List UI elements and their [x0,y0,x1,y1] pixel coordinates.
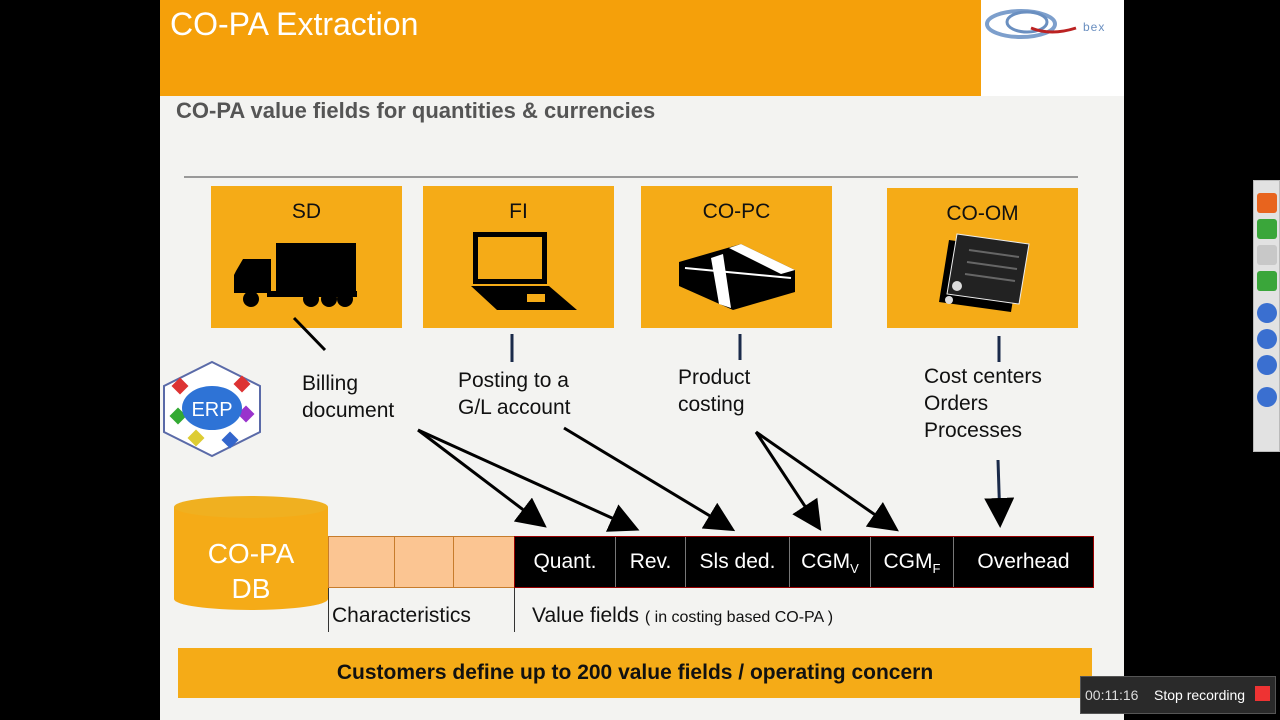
module-label: SD [291,200,322,223]
arrow-billing-rev [417,428,640,532]
slide-header: CO-PA Extraction [160,0,981,96]
screen-share-icon[interactable] [1257,271,1277,291]
module-text-line: Posting to a [458,369,569,392]
module-text-line: Billing [302,372,359,395]
db-body [174,507,328,599]
arrow-costing-cgmv [754,431,822,532]
value-field-cgmf: CGMF [871,537,954,587]
stop-recording-button[interactable]: Stop recording [1154,687,1246,703]
module-box-co-pc: CO-PC [641,186,832,328]
value-field-overhead: Overhead [977,550,1070,573]
value-field-cgmv: CGMV [790,537,871,587]
connector-arrows [292,316,1015,532]
presenter-toolbar [1253,180,1280,452]
recording-timer: 00:11:16 [1085,687,1139,703]
separator [514,588,515,632]
chat-icon[interactable] [1257,355,1277,375]
value-field-rev: Rev. [616,537,686,587]
characteristic-cell [394,536,454,588]
connector-line [292,316,327,352]
erp-logo-icon: ERP [163,360,261,458]
value-fields-label: Value fields ( in costing based CO-PA ) [532,604,833,628]
value-fields-note: ( in costing based CO-PA ) [644,609,834,626]
module-label: CO-PC [702,200,771,223]
module-label: CO-OM [946,202,1019,225]
slide-subtitle: CO-PA value fields for quantities & curr… [176,98,656,123]
characteristic-cell [328,536,395,588]
documents-icon [939,233,1030,312]
cash-stack-icon [679,244,795,310]
db-top [174,496,328,518]
pause-icon[interactable] [1257,303,1277,323]
module-text-line: G/L account [458,396,571,419]
pointer-icon[interactable] [1257,329,1277,349]
divider [184,176,1078,178]
module-text-co-pc: Product costing [678,364,750,418]
module-text-line: costing [678,393,745,416]
value-field-cgmv-sub: V [850,561,859,577]
arrow-billing-quant [417,428,547,528]
db-label-line: DB [231,573,271,604]
module-text-co-om: Cost centers Orders Processes [924,363,1042,444]
value-field-cgmv-text: CGM [801,550,851,573]
module-text-line: document [302,399,395,422]
module-text-line: Orders [924,392,989,415]
arrow-costcenters-overhead [984,459,1015,528]
arrow-costing-cgmf [755,430,899,532]
separator [328,588,329,632]
logo-swirl-icon [985,9,1077,39]
module-box-co-om: CO-OM [887,188,1078,328]
value-fields-label-text: Value fields [532,604,640,627]
module-box-sd: SD [211,186,402,328]
microphone-icon[interactable] [1257,219,1277,239]
slide: CO-PA Extraction bex CO-PA value fields … [160,0,1124,720]
value-field-cgmf-text: CGM [883,550,933,573]
value-field-quant: Quant. [515,537,616,587]
summary-banner: Customers define up to 200 value fields … [178,648,1092,698]
camera-icon[interactable] [1257,245,1277,265]
module-box-fi: FI [423,186,614,328]
value-fields-bar: Quant. Rev. Sls ded. CGMV CGMF Overhead [514,536,1094,588]
slide-title: CO-PA Extraction [170,6,419,42]
module-text-line: Cost centers [924,365,1042,388]
pen-icon[interactable] [1257,387,1277,407]
logo-text: bex [1083,20,1106,34]
arrow-posting-sls [563,426,736,532]
value-field-sls-ded: Sls ded. [686,537,790,587]
recording-bar: 00:11:16 Stop recording [1080,676,1276,714]
erp-label: ERP [191,399,232,421]
module-text-fi: Posting to a G/L account [458,367,570,421]
characteristics-label: Characteristics [332,604,471,627]
stop-icon[interactable] [1255,686,1270,701]
module-text-line: Product [678,366,751,389]
laptop-icon [471,232,577,310]
value-field-cgmf-sub: F [932,561,941,577]
back-arrow-icon[interactable] [1257,193,1277,213]
module-label: FI [509,200,528,223]
company-logo: bex [981,0,1124,96]
characteristic-cell [453,536,515,588]
module-text-line: Processes [924,419,1023,442]
db-label: CO-PA DB [174,536,328,606]
module-text-sd: Billing document [302,370,394,424]
truck-icon [234,243,357,307]
db-label-line: CO-PA [207,538,295,569]
